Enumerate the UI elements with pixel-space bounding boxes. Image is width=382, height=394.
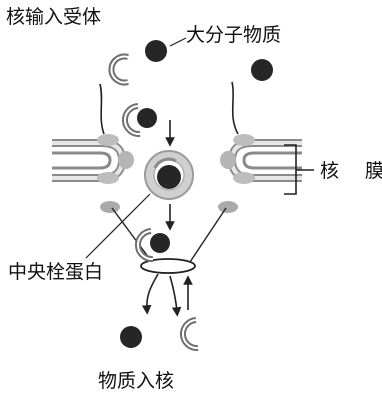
receptor-label: 核输入受体 [6,6,102,28]
membrane-label: 核 膜 [320,160,382,182]
central-plug [144,150,194,200]
receptor-cargo-complex-lower [134,228,170,263]
central-plug-label: 中央栓蛋白 [8,261,104,283]
cargo-particle-top [145,40,167,62]
transport-arrows [141,120,193,317]
cargo-leader [169,37,187,47]
cargo-particle-released [120,326,142,348]
cargo-particle-right [251,59,273,81]
pore-proteins [97,134,255,213]
receptor-released [179,317,199,352]
cargo-label: 大分子物质 [186,24,282,46]
central-plug-leader [85,193,151,259]
cytoplasmic-filaments [99,81,239,135]
cargo-entry-label: 物质入核 [98,370,175,392]
nuclear-basket [111,207,227,274]
membrane-bracket [284,144,314,195]
receptor-cargo-complex-upper [121,103,157,138]
basket-ring [140,258,196,274]
